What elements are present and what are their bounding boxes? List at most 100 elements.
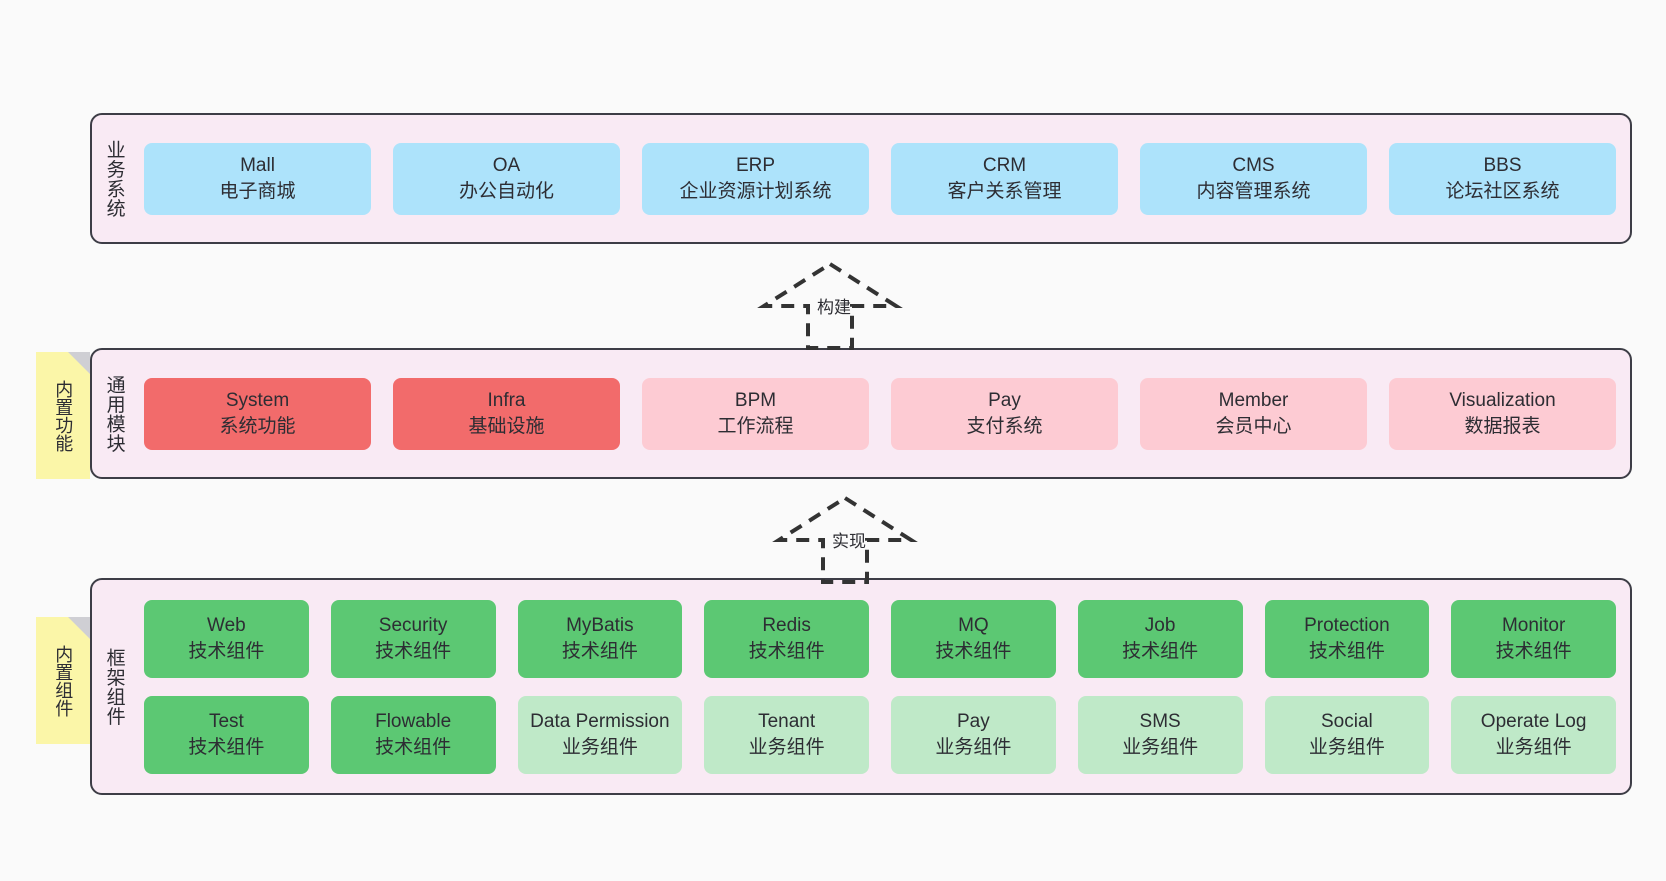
card-subtitle: 技术组件: [1122, 640, 1199, 662]
card-title: OA: [492, 155, 521, 177]
card-member[interactable]: Member 会员中心: [1140, 377, 1367, 450]
card-subtitle: 技术组件: [935, 640, 1012, 662]
card-pay-module[interactable]: Pay 支付系统: [891, 377, 1118, 450]
layer-body-framework-components: Web 技术组件 Security 技术组件 MyBatis 技术组件 Redi…: [136, 580, 1630, 793]
sticky-note-builtin-components: 内置组件: [36, 617, 90, 744]
card-subtitle: 技术组件: [375, 640, 452, 662]
card-visualization[interactable]: Visualization 数据报表: [1389, 377, 1616, 450]
card-title: MQ: [958, 615, 989, 637]
card-subtitle: 数据报表: [1464, 415, 1541, 437]
card-title: Pay: [988, 390, 1021, 412]
card-social[interactable]: Social 业务组件: [1264, 695, 1430, 774]
card-title: System: [225, 390, 290, 412]
card-subtitle: 论坛社区系统: [1445, 180, 1560, 202]
card-subtitle: 内容管理系统: [1196, 180, 1311, 202]
card-redis[interactable]: Redis 技术组件: [704, 599, 869, 678]
card-title: Monitor: [1501, 615, 1566, 637]
card-title: ERP: [735, 155, 776, 177]
card-title: Redis: [762, 615, 811, 637]
card-title: BBS: [1483, 155, 1522, 177]
card-web[interactable]: Web 技术组件: [144, 599, 309, 678]
note-fold-corner-icon: [68, 617, 90, 639]
card-title: Data Permission: [530, 711, 670, 733]
framework-business-row: Test 技术组件 Flowable 技术组件 Data Permission …: [144, 695, 1616, 774]
card-mall[interactable]: Mall 电子商城: [144, 142, 371, 215]
uml-arrow-implement: 实现: [770, 492, 920, 587]
uml-arrow-label-build: 构建: [817, 298, 851, 317]
card-subtitle: 客户关系管理: [947, 180, 1062, 202]
card-subtitle: 技术组件: [561, 640, 638, 662]
sticky-note-builtin-functions: 内置功能: [36, 352, 90, 479]
card-mybatis[interactable]: MyBatis 技术组件: [517, 599, 683, 678]
layer-common-modules: 通用模块 System 系统功能 Infra 基础设施 BPM 工作流程 Pay…: [90, 348, 1632, 479]
layer-body-business-system: Mall 电子商城 OA 办公自动化 ERP 企业资源计划系统 CRM 客户关系…: [136, 115, 1630, 242]
card-monitor[interactable]: Monitor 技术组件: [1451, 599, 1616, 678]
sticky-note-label: 内置组件: [53, 644, 74, 717]
card-title: Job: [1144, 615, 1176, 637]
card-sms[interactable]: SMS 业务组件: [1077, 695, 1243, 774]
card-title: MyBatis: [566, 615, 634, 637]
note-fold-corner-icon: [68, 352, 90, 374]
card-crm[interactable]: CRM 客户关系管理: [891, 142, 1118, 215]
card-subtitle: 技术组件: [748, 640, 825, 662]
layer-title-common-modules: 通用模块: [103, 374, 125, 453]
card-test[interactable]: Test 技术组件: [144, 695, 309, 774]
card-subtitle: 技术组件: [1308, 640, 1385, 662]
card-protection[interactable]: Protection 技术组件: [1264, 599, 1430, 678]
layer-title-business-system: 业务系统: [103, 139, 125, 218]
card-title: Member: [1218, 390, 1289, 412]
card-cms[interactable]: CMS 内容管理系统: [1140, 142, 1367, 215]
card-title: Pay: [957, 711, 990, 733]
card-bpm[interactable]: BPM 工作流程: [642, 377, 869, 450]
layer-title-framework-components: 框架组件: [103, 647, 125, 726]
card-infra[interactable]: Infra 基础设施: [393, 377, 620, 450]
card-title: Test: [208, 711, 244, 733]
card-mq[interactable]: MQ 技术组件: [891, 599, 1056, 678]
card-bbs[interactable]: BBS 论坛社区系统: [1389, 142, 1616, 215]
uml-arrow-build: 构建: [755, 258, 905, 353]
card-title: Tenant: [758, 711, 816, 733]
card-job[interactable]: Job 技术组件: [1077, 599, 1243, 678]
card-title: Infra: [487, 390, 526, 412]
framework-tech-row: Web 技术组件 Security 技术组件 MyBatis 技术组件 Redi…: [144, 599, 1616, 678]
card-subtitle: 业务组件: [561, 736, 638, 758]
card-title: SMS: [1139, 711, 1181, 733]
card-title: Mall: [240, 155, 275, 177]
card-title: BPM: [734, 390, 777, 412]
card-title: Flowable: [375, 711, 452, 733]
sticky-note-label: 内置功能: [53, 379, 74, 452]
card-erp[interactable]: ERP 企业资源计划系统: [642, 142, 869, 215]
card-subtitle: 业务组件: [935, 736, 1012, 758]
card-title: Operate Log: [1480, 711, 1587, 733]
layer-framework-components: 框架组件 Web 技术组件 Security 技术组件 MyBatis 技术组件…: [90, 578, 1632, 795]
card-title: Security: [378, 615, 448, 637]
card-subtitle: 支付系统: [966, 415, 1043, 437]
card-subtitle: 技术组件: [188, 640, 265, 662]
card-security[interactable]: Security 技术组件: [330, 599, 496, 678]
layer-body-common-modules: System 系统功能 Infra 基础设施 BPM 工作流程 Pay 支付系统…: [136, 350, 1630, 477]
card-flowable[interactable]: Flowable 技术组件: [330, 695, 496, 774]
card-subtitle: 技术组件: [375, 736, 452, 758]
card-title: CRM: [982, 155, 1027, 177]
card-operate-log[interactable]: Operate Log 业务组件: [1451, 695, 1616, 774]
card-subtitle: 系统功能: [219, 415, 296, 437]
card-system[interactable]: System 系统功能: [144, 377, 371, 450]
card-title: Web: [207, 615, 246, 637]
card-subtitle: 技术组件: [188, 736, 265, 758]
card-subtitle: 会员中心: [1215, 415, 1292, 437]
uml-arrow-label-implement: 实现: [832, 532, 866, 551]
card-subtitle: 电子商城: [219, 180, 296, 202]
card-title: Protection: [1304, 615, 1390, 637]
card-data-permission[interactable]: Data Permission 业务组件: [517, 695, 683, 774]
card-title: Social: [1321, 711, 1373, 733]
card-subtitle: 工作流程: [717, 415, 794, 437]
card-tenant[interactable]: Tenant 业务组件: [704, 695, 869, 774]
card-subtitle: 业务组件: [1495, 736, 1572, 758]
card-subtitle: 业务组件: [1122, 736, 1199, 758]
card-subtitle: 企业资源计划系统: [679, 180, 832, 202]
module-card-row: System 系统功能 Infra 基础设施 BPM 工作流程 Pay 支付系统…: [144, 377, 1616, 450]
card-pay-component[interactable]: Pay 业务组件: [891, 695, 1056, 774]
card-oa[interactable]: OA 办公自动化: [393, 142, 620, 215]
card-subtitle: 基础设施: [468, 415, 545, 437]
layer-business-system: 业务系统 Mall 电子商城 OA 办公自动化 ERP 企业资源计划系统 CRM…: [90, 113, 1632, 244]
